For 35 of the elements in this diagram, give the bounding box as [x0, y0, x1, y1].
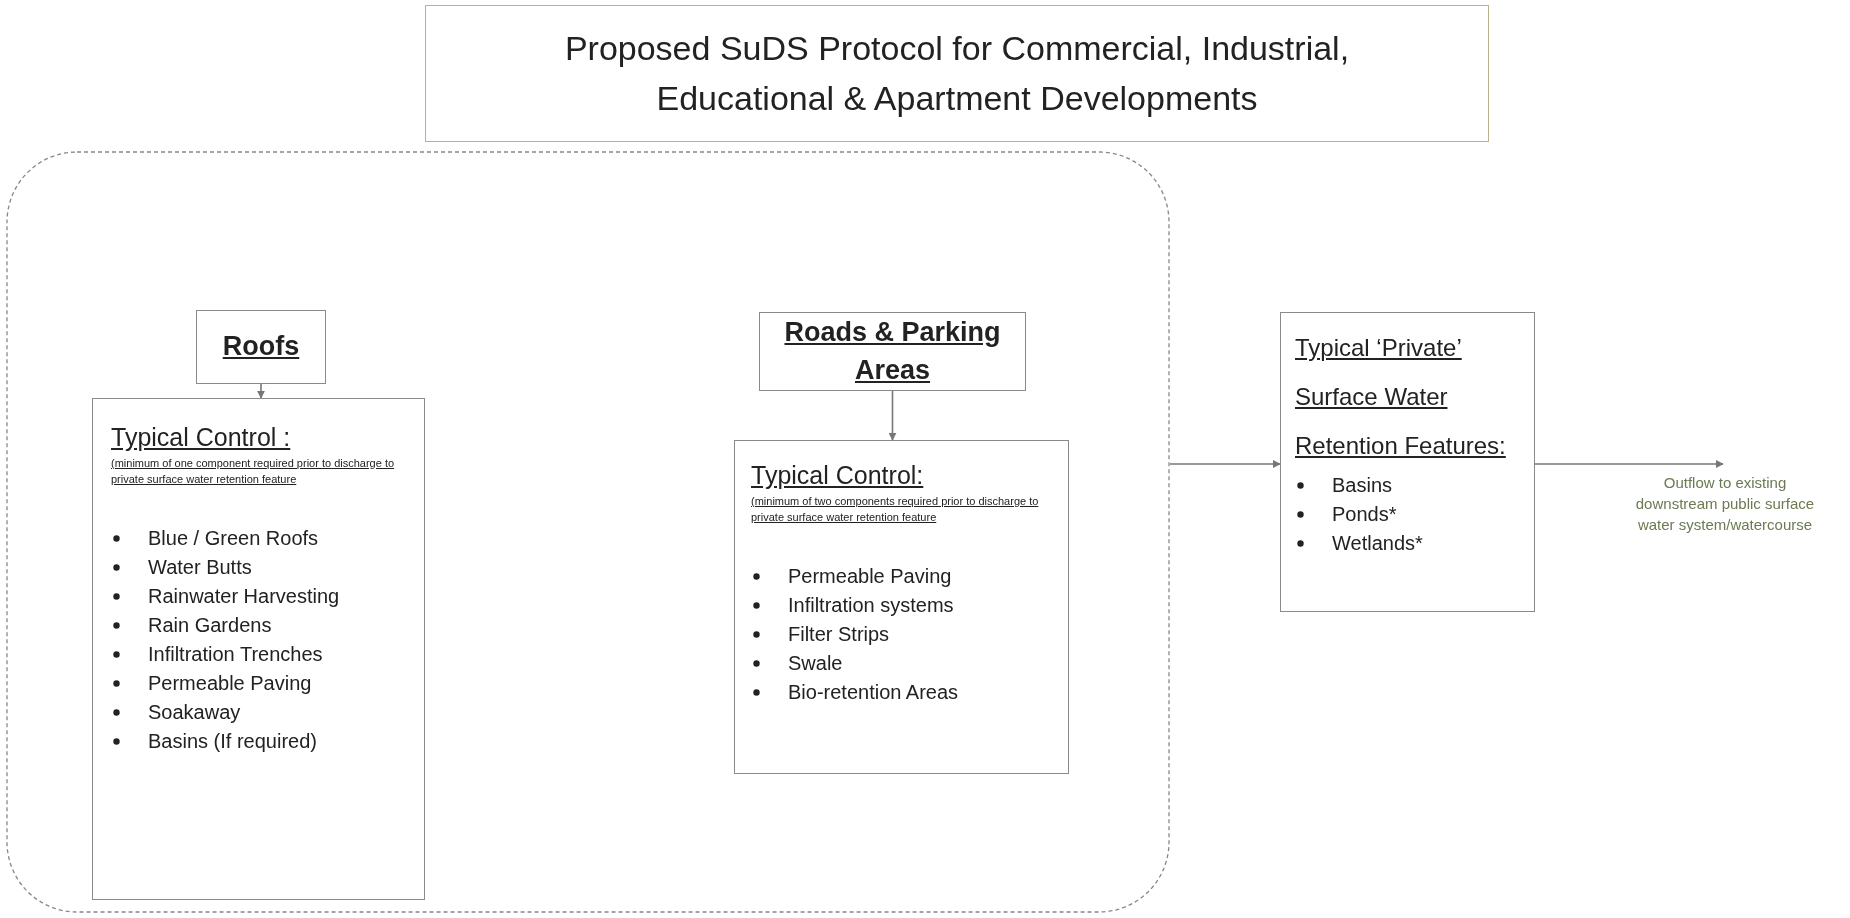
bullet-item: Blue / Green Roofs [148, 525, 319, 551]
bullet-item: Wetlands* [1332, 530, 1423, 556]
control-list-box [92, 398, 425, 900]
bullet-item: Rainwater Harvesting [148, 583, 340, 609]
bullet-item: Basins (If required) [148, 728, 317, 754]
bullet-item: Permeable Paving [148, 670, 312, 696]
outflow-text: Outflow to existing downstream public surface water system/watercourse [1634, 473, 1816, 535]
bullet-item: Infiltration systems [788, 592, 954, 618]
arrow [257, 383, 265, 399]
bullet-item: Infiltration Trenches [148, 641, 323, 667]
source-box [196, 310, 326, 384]
arrow [1534, 460, 1724, 468]
bullet-item: Soakaway [148, 699, 241, 725]
bullet-item: Permeable Paving [788, 563, 952, 589]
bullet-item: Basins [1332, 472, 1393, 498]
bullet-item: Swale [788, 650, 843, 676]
control-list-box [734, 440, 1069, 774]
arrow [1169, 460, 1281, 468]
bullet-item: Rain Gardens [148, 612, 272, 638]
arrow [888, 390, 897, 441]
source-box [759, 312, 1026, 391]
heading: Typical Control: [751, 461, 925, 490]
note-text: (minimum of two components required prior to discharge to private surface water retention feature [751, 494, 1040, 525]
heading: Typical ‘Private’ Surface Water Retention Features: [1295, 333, 1507, 462]
bullet-item: Water Butts [148, 554, 252, 580]
heading: Roads & Parking Areas [783, 315, 1002, 387]
note-text: (minimum of one component required prior to discharge to private surface water retention feature [111, 456, 396, 487]
bullet-item: Ponds* [1332, 501, 1397, 527]
bullet-item: Filter Strips [788, 621, 890, 647]
bullet-item: Bio-retention Areas [788, 679, 959, 705]
retention-box [1280, 312, 1535, 612]
heading: Roofs [222, 330, 300, 364]
box-shape [6, 151, 1170, 913]
heading: Typical Control : [111, 423, 292, 452]
title-text: Proposed SuDS Protocol for Commercial, Industrial, Educational & Apartment Developments [563, 28, 1351, 119]
